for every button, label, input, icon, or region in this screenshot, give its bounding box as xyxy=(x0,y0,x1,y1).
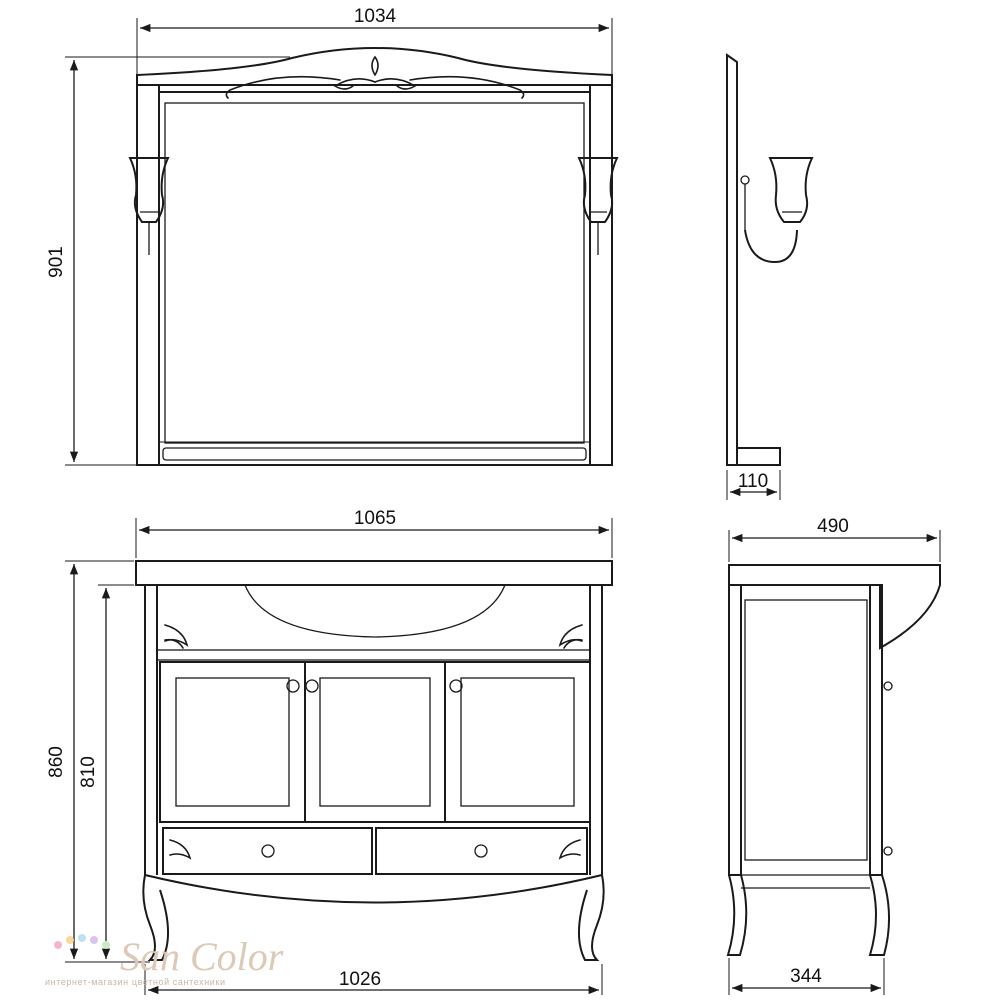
mirror-depth-label: 110 xyxy=(738,471,768,492)
door-knob xyxy=(305,679,319,693)
vanity-base-depth-label: 344 xyxy=(790,966,822,987)
vanity-front-view: 1065 860 810 1026 xyxy=(46,508,613,995)
vanity-top-depth-label: 490 xyxy=(817,516,849,537)
mirror-front-view: 1034 901 xyxy=(46,6,619,466)
mirror-width-label: 1034 xyxy=(354,6,397,27)
watermark-dot xyxy=(66,936,74,944)
door-knob xyxy=(449,679,463,693)
vanity-height-label: 860 xyxy=(46,746,67,778)
vanity-side-view: 490 344 xyxy=(726,516,941,995)
watermark-brand: San Color xyxy=(120,934,284,979)
drawer-knob xyxy=(261,844,275,858)
mirror-height-label: 901 xyxy=(46,246,67,278)
vanity-base-width-label: 1026 xyxy=(339,969,381,990)
top-right-ornament xyxy=(558,624,583,649)
mirror-top-ornament xyxy=(225,55,525,99)
mirror-side-view: 110 xyxy=(726,53,814,500)
watermark-dot xyxy=(102,941,110,949)
brand-watermark: San Color интернет-магазин цветной санте… xyxy=(45,934,284,987)
left-sconce xyxy=(128,157,170,255)
drawer-knob xyxy=(474,844,488,858)
watermark-dot xyxy=(78,934,86,942)
right-sconce xyxy=(577,157,619,255)
watermark-dot xyxy=(54,941,62,949)
watermark-tagline: интернет-магазин цветной сантехники xyxy=(45,977,226,987)
top-left-ornament xyxy=(164,624,189,649)
watermark-dot xyxy=(90,936,98,944)
door-knob xyxy=(286,679,300,693)
vanity-cabinet-height-label: 810 xyxy=(78,756,99,788)
vanity-top-width-label: 1065 xyxy=(354,508,396,529)
